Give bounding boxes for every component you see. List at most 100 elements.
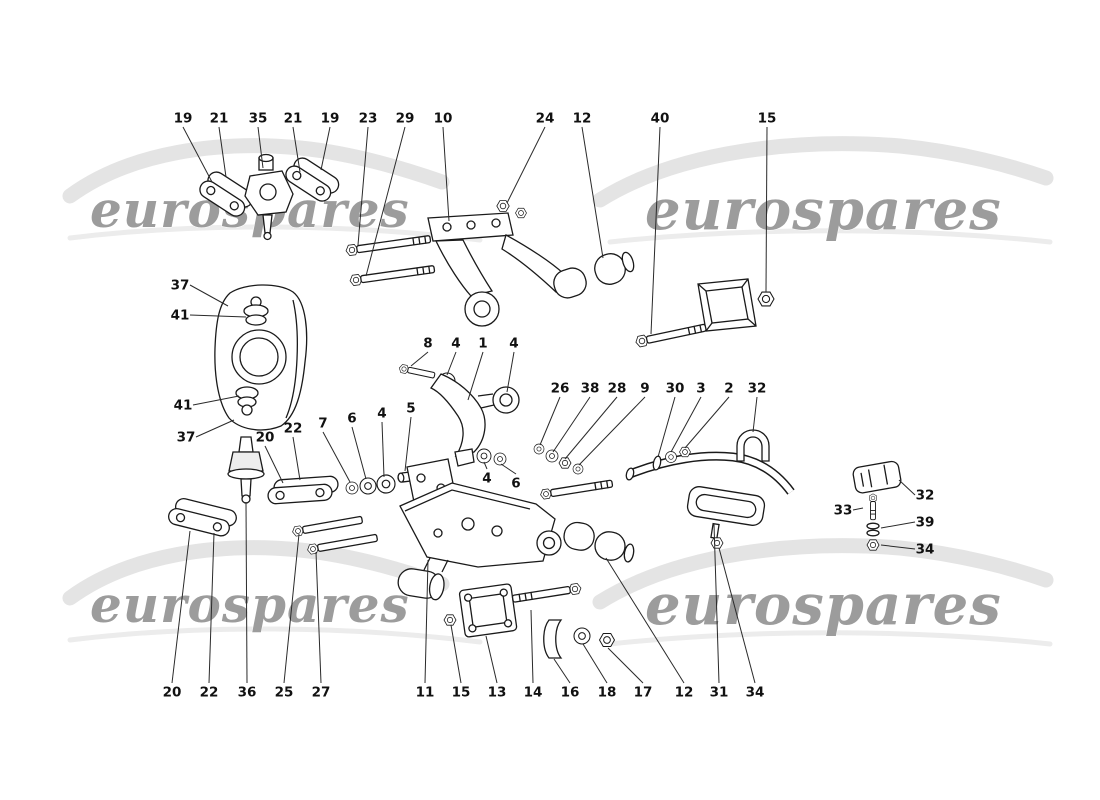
part-callout-40[interactable]: 40 xyxy=(651,111,670,127)
part-callout-4[interactable]: 4 xyxy=(451,336,460,352)
part-callout-4[interactable]: 4 xyxy=(509,336,518,352)
callout-leader-line xyxy=(442,126,450,222)
callout-leader-line xyxy=(718,547,756,684)
part-callout-34[interactable]: 34 xyxy=(746,685,765,701)
bolt-27 xyxy=(306,533,378,556)
part-callout-38[interactable]: 38 xyxy=(581,381,600,397)
part-callout-7[interactable]: 7 xyxy=(318,416,327,432)
part-callout-33[interactable]: 33 xyxy=(834,503,853,519)
callout-leader-line xyxy=(552,396,591,453)
part-callout-37[interactable]: 37 xyxy=(171,278,190,294)
callout-leader-line xyxy=(171,530,191,684)
part-callout-2[interactable]: 2 xyxy=(724,381,733,397)
part-callout-19[interactable]: 19 xyxy=(174,111,193,127)
ball-joint-36 xyxy=(227,436,265,504)
callout-leader-line xyxy=(530,609,534,684)
callout-leader-line xyxy=(218,126,227,178)
upper-mount-assembly xyxy=(199,153,340,241)
callout-leader-line xyxy=(582,643,608,684)
callout-leader-line xyxy=(315,551,322,684)
callout-leader-line xyxy=(506,351,515,393)
part-callout-23[interactable]: 23 xyxy=(359,111,378,127)
callout-leader-line xyxy=(485,635,498,684)
part-callout-5[interactable]: 5 xyxy=(406,401,415,417)
part-callout-21[interactable]: 21 xyxy=(284,111,303,127)
part-callout-13[interactable]: 13 xyxy=(488,685,507,701)
part-callout-31[interactable]: 31 xyxy=(710,685,729,701)
part-callout-21[interactable]: 21 xyxy=(210,111,229,127)
part-callout-11[interactable]: 11 xyxy=(416,685,435,701)
part-callout-19[interactable]: 19 xyxy=(321,111,340,127)
part-callout-36[interactable]: 36 xyxy=(238,685,257,701)
callout-leader-line xyxy=(410,351,429,367)
bolt-33 xyxy=(869,493,877,521)
part-callout-10[interactable]: 10 xyxy=(434,111,453,127)
lower-wishbone-11 xyxy=(397,482,635,601)
callout-leader-line xyxy=(182,126,213,183)
part-callout-41[interactable]: 41 xyxy=(171,308,190,324)
part-callout-39[interactable]: 39 xyxy=(916,515,935,531)
washer-18 xyxy=(573,627,591,645)
part-callout-35[interactable]: 35 xyxy=(249,111,268,127)
part-callout-1[interactable]: 1 xyxy=(478,336,487,352)
part-callout-25[interactable]: 25 xyxy=(275,685,294,701)
part-callout-37[interactable]: 37 xyxy=(177,430,196,446)
part-callout-22[interactable]: 22 xyxy=(200,685,219,701)
part-callout-15[interactable]: 15 xyxy=(452,685,471,701)
sway-bar-bushing-12 xyxy=(686,486,766,526)
callout-leader-line xyxy=(581,126,604,259)
callout-leader-line xyxy=(446,351,457,376)
part-callout-4[interactable]: 4 xyxy=(482,471,491,487)
bushing-stud-34 xyxy=(710,522,724,549)
lever-arm-1 xyxy=(430,373,520,467)
callout-leader-line xyxy=(852,507,864,511)
callout-leader-line xyxy=(192,395,240,406)
steering-knuckle xyxy=(214,284,308,431)
part-callout-3[interactable]: 3 xyxy=(696,381,705,397)
nut-15-top xyxy=(757,291,775,307)
part-callout-32[interactable]: 32 xyxy=(916,488,935,504)
spacer-16 xyxy=(543,619,563,659)
callout-leader-line xyxy=(365,126,406,277)
part-callout-14[interactable]: 14 xyxy=(524,685,543,701)
part-callout-8[interactable]: 8 xyxy=(423,336,432,352)
callout-leader-line xyxy=(564,396,618,460)
part-callout-9[interactable]: 9 xyxy=(640,381,649,397)
part-callout-16[interactable]: 16 xyxy=(561,685,580,701)
background-swoosh-top xyxy=(62,136,1054,245)
callout-leader-line xyxy=(450,624,462,684)
part-callout-32[interactable]: 32 xyxy=(748,381,767,397)
callout-leader-line xyxy=(351,426,367,480)
part-callout-12[interactable]: 12 xyxy=(573,111,592,127)
part-callout-29[interactable]: 29 xyxy=(396,111,415,127)
part-callout-6[interactable]: 6 xyxy=(511,476,520,492)
washer-4-center xyxy=(476,448,492,464)
part-callout-20[interactable]: 20 xyxy=(256,430,275,446)
callout-leader-line xyxy=(195,419,235,438)
part-callout-4[interactable]: 4 xyxy=(377,406,386,422)
part-callout-17[interactable]: 17 xyxy=(634,685,653,701)
watermark-text-bottom-left: eurospares xyxy=(90,575,410,634)
lower-links xyxy=(168,475,339,537)
callout-leader-line xyxy=(424,559,429,684)
part-callout-18[interactable]: 18 xyxy=(598,685,617,701)
part-callout-24[interactable]: 24 xyxy=(536,111,555,127)
part-callout-20[interactable]: 20 xyxy=(163,685,182,701)
bolt-40 xyxy=(634,323,707,348)
part-callout-22[interactable]: 22 xyxy=(284,421,303,437)
part-callout-30[interactable]: 30 xyxy=(666,381,685,397)
part-callout-41[interactable]: 41 xyxy=(174,398,193,414)
part-callout-12[interactable]: 12 xyxy=(675,685,694,701)
bolt-9 xyxy=(539,479,614,500)
part-callout-34[interactable]: 34 xyxy=(916,542,935,558)
part-callout-27[interactable]: 27 xyxy=(312,685,331,701)
part-callout-26[interactable]: 26 xyxy=(551,381,570,397)
part-callout-6[interactable]: 6 xyxy=(347,411,356,427)
part-callout-28[interactable]: 28 xyxy=(608,381,627,397)
part-callout-15[interactable]: 15 xyxy=(758,111,777,127)
callout-leader-line xyxy=(292,436,301,481)
sway-bar xyxy=(625,429,795,495)
